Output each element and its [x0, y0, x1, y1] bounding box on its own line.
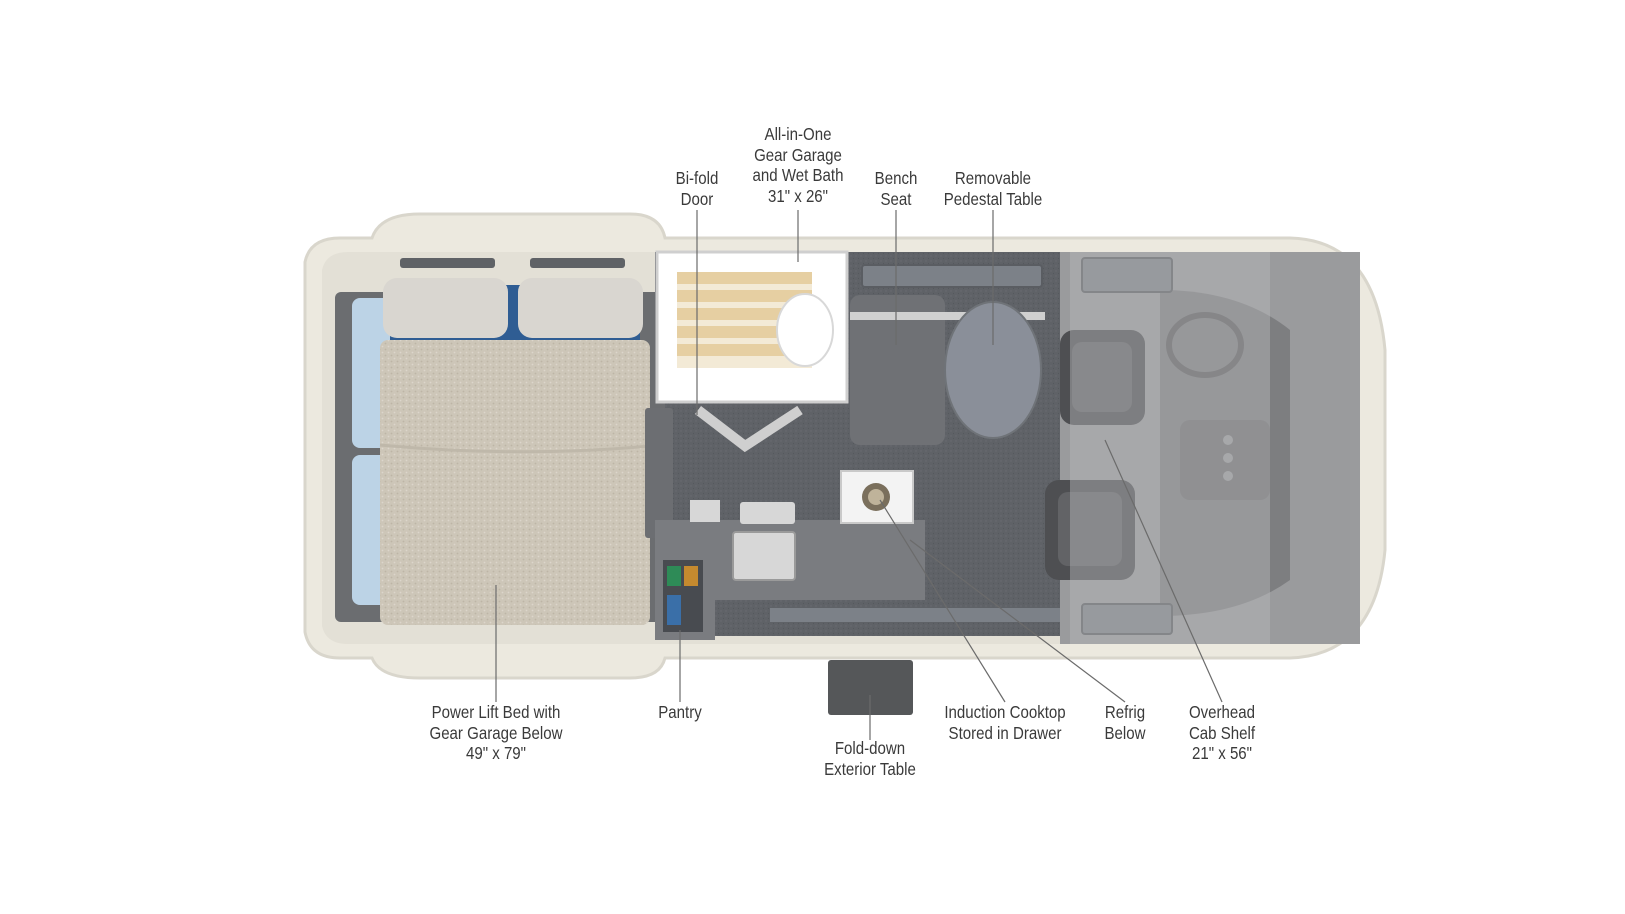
- label-pantry: Pantry: [658, 702, 702, 722]
- galley: [655, 470, 1060, 640]
- bifold-door: [694, 405, 803, 453]
- cab-area: [1045, 252, 1360, 644]
- bifold-partition: [645, 408, 673, 538]
- toilet-icon: [776, 293, 834, 367]
- exterior-table: [828, 660, 913, 715]
- passenger-seat-icon: [1045, 480, 1135, 580]
- dinette: [850, 264, 1045, 445]
- driver-seat-icon: [1060, 330, 1145, 425]
- wet-bath: [655, 250, 849, 453]
- pillow-left: [383, 278, 508, 338]
- power-lift-bed: [335, 258, 665, 625]
- sink-icon: [732, 531, 796, 581]
- leader-lines: [495, 210, 1223, 740]
- duvet: [380, 340, 650, 625]
- pillow-right: [518, 278, 643, 338]
- overhead-cab-shelf: [1070, 252, 1270, 644]
